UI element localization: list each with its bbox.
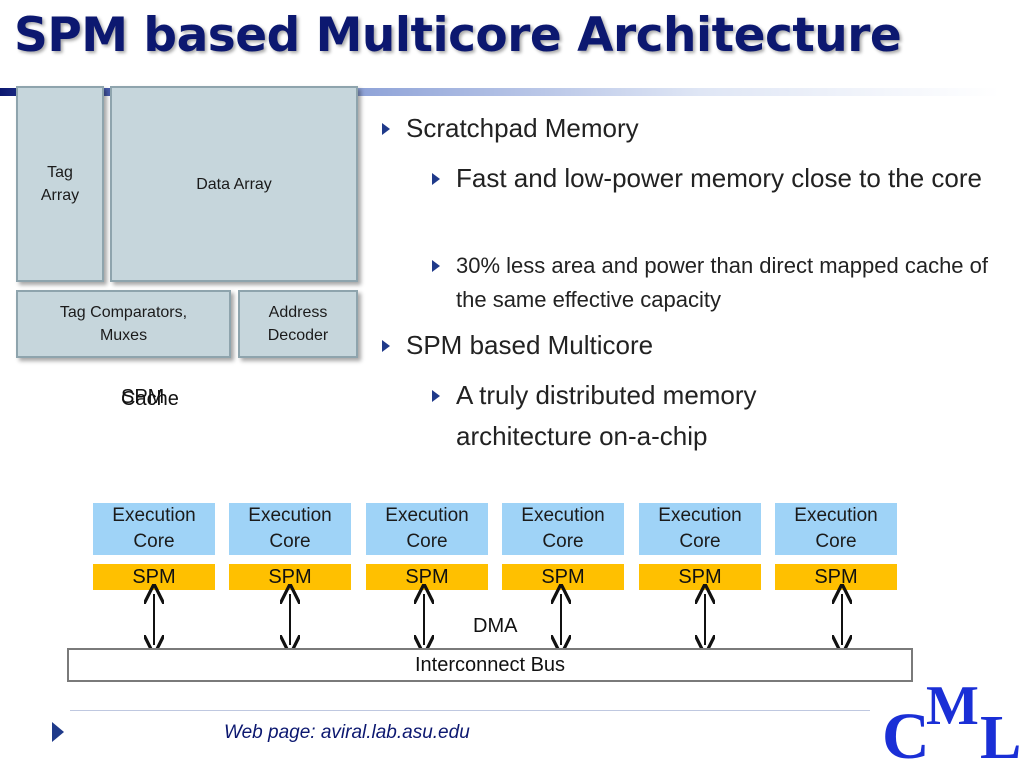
- bullet-scratchpad: Scratchpad Memory: [382, 112, 1012, 145]
- bullet-fast-low-power: Fast and low-power memory close to the c…: [432, 158, 1002, 199]
- footer-divider: [70, 710, 870, 711]
- execution-core-6: Execution Core: [775, 503, 897, 555]
- svg-text:C: C: [882, 700, 930, 766]
- svg-text:L: L: [980, 704, 1021, 766]
- execution-core-4: Execution Core: [502, 503, 624, 555]
- footer-arrow-icon: [52, 722, 64, 742]
- address-decoder-label: Address Decoder: [267, 304, 329, 344]
- interconnect-bus: Interconnect Bus: [67, 648, 913, 682]
- svg-text:M: M: [926, 678, 979, 737]
- spm-block-5: SPM: [639, 564, 761, 590]
- bullet-area-power: 30% less area and power than direct mapp…: [432, 249, 1002, 317]
- spm-caption: SPM: [121, 386, 165, 408]
- tag-comparators-label: Tag Comparators, Muxes: [59, 304, 188, 344]
- bullet-text: Scratchpad Memory: [406, 113, 639, 143]
- address-decoder-box: Address Decoder: [238, 290, 358, 358]
- execution-core-1: Execution Core: [93, 503, 215, 555]
- bullet-text: A truly distributed memory architecture …: [456, 380, 757, 451]
- bullet-text: 30% less area and power than direct mapp…: [456, 253, 988, 312]
- bullet-arrow-icon: [432, 173, 440, 185]
- execution-core-2: Execution Core: [229, 503, 351, 555]
- tag-array-box: Tag Array: [16, 86, 104, 282]
- dma-label: DMA: [473, 615, 518, 637]
- bullet-arrow-icon: [432, 260, 440, 272]
- tag-comparators-box: Tag Comparators, Muxes: [16, 290, 231, 358]
- bullet-text: Fast and low-power memory close to the c…: [456, 163, 982, 193]
- bullet-arrow-icon: [382, 123, 390, 135]
- bullet-text: SPM based Multicore: [406, 330, 654, 360]
- bullet-spm-multicore: SPM based Multicore: [382, 329, 1012, 362]
- footer-web-page: Web page: aviral.lab.asu.edu: [224, 722, 470, 743]
- cache-caption: Cache: [121, 388, 179, 410]
- slide-title: SPM based Multicore Architecture: [14, 8, 902, 63]
- execution-core-5: Execution Core: [639, 503, 761, 555]
- execution-core-3: Execution Core: [366, 503, 488, 555]
- bullet-distributed-memory: A truly distributed memory architecture …: [432, 375, 992, 457]
- tag-array-label: Tag Array: [40, 164, 80, 204]
- bullet-arrow-icon: [382, 340, 390, 352]
- cml-logo-icon: C M L: [882, 678, 1021, 766]
- title-underline-bar: [0, 88, 1024, 96]
- data-array-box: Data Array: [110, 86, 358, 282]
- data-array-label: Data Array: [196, 175, 272, 193]
- bullet-arrow-icon: [432, 390, 440, 402]
